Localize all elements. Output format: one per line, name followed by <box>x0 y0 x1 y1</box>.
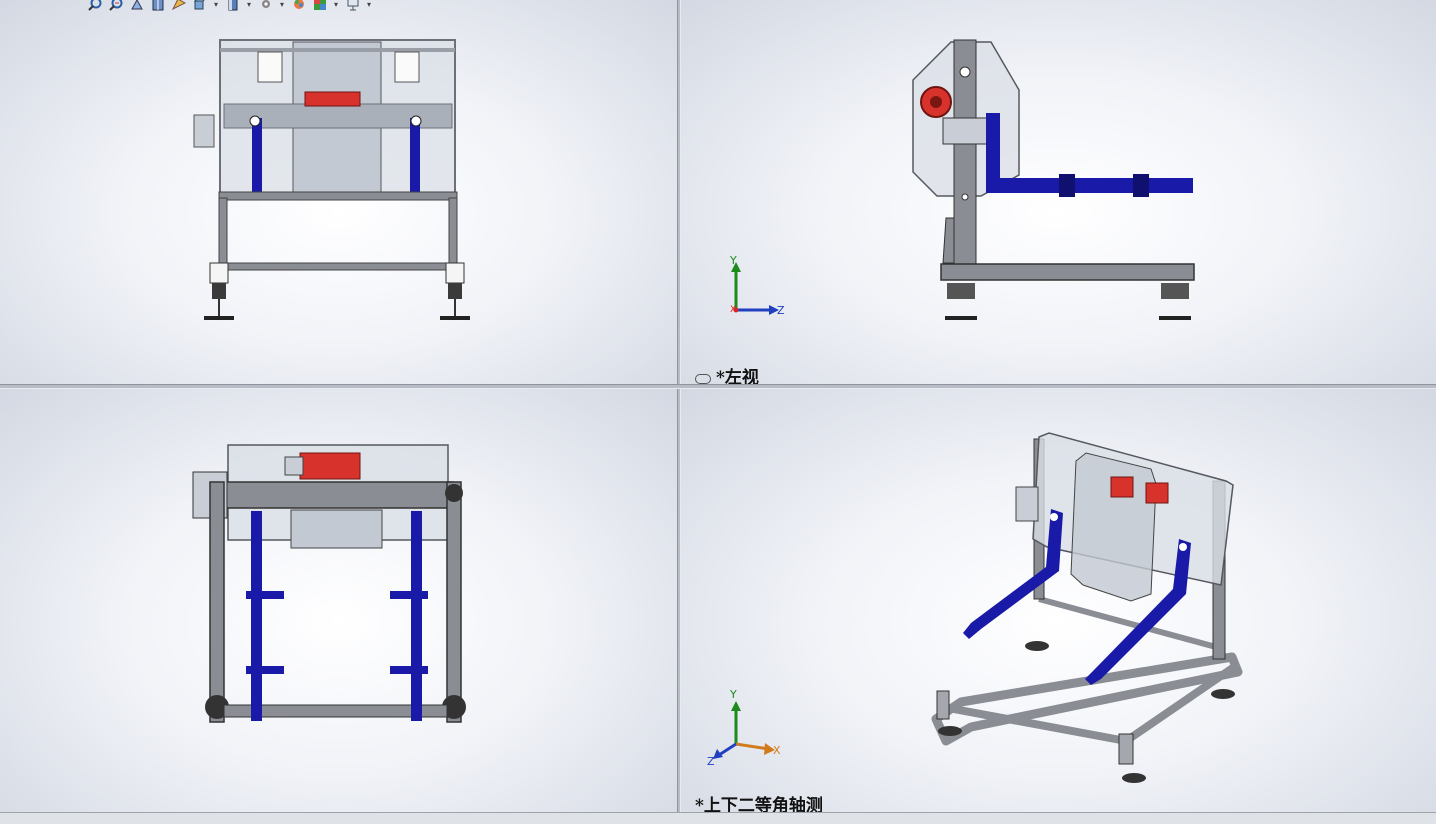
hide-show-items-icon[interactable] <box>257 0 274 12</box>
orientation-triad <box>731 262 779 315</box>
view-name: *上下二等角轴测 <box>695 796 823 812</box>
isometric-view-model <box>713 432 1243 783</box>
previous-view-icon[interactable] <box>128 0 145 12</box>
zoom-to-fit-icon[interactable] <box>86 0 103 12</box>
section-view-icon[interactable] <box>149 0 166 12</box>
zoom-to-area-icon[interactable] <box>107 0 124 12</box>
bottom-status-strip <box>0 812 1436 824</box>
view-name: *左视 <box>716 368 759 384</box>
triad-x-label: X <box>773 744 781 757</box>
vertical-splitter[interactable] <box>677 0 681 812</box>
triad-y-label: Y <box>730 688 737 701</box>
left-view-model <box>731 39 1195 320</box>
display-style-dropdown-icon[interactable]: ▾ <box>246 0 251 9</box>
viewport-label-left: *左视 <box>695 363 759 384</box>
display-style-icon[interactable] <box>224 0 241 12</box>
top-view-model <box>192 444 466 723</box>
viewport-isometric[interactable]: Y X Z *上下二等角轴测 <box>681 389 1436 812</box>
apply-scene-dropdown-icon[interactable]: ▾ <box>333 0 338 9</box>
view-settings-dropdown-icon[interactable]: ▾ <box>366 0 371 9</box>
view-settings-icon[interactable] <box>344 0 361 12</box>
view-orientation-icon[interactable] <box>191 0 208 12</box>
link-views-icon[interactable] <box>695 373 711 384</box>
hide-show-dropdown-icon[interactable]: ▾ <box>279 0 284 9</box>
dynamic-annotation-icon[interactable] <box>170 0 187 12</box>
viewport-left[interactable]: Y Z X *左视 <box>681 0 1436 384</box>
front-view-model <box>193 39 470 320</box>
orientation-triad <box>713 701 775 759</box>
triad-z-label: Z <box>707 755 715 768</box>
apply-scene-icon[interactable] <box>311 0 328 12</box>
triad-y-label: Y <box>730 254 737 267</box>
triad-z-label: Z <box>777 304 785 317</box>
heads-up-view-toolbar: ▾ ▾ ▾ ▾ ▾ <box>86 0 373 14</box>
edit-appearance-icon[interactable] <box>290 0 307 12</box>
horizontal-splitter[interactable] <box>0 384 1436 389</box>
viewport-label-isometric: *上下二等角轴测 <box>695 791 823 812</box>
viewport-front[interactable]: ▾ ▾ ▾ ▾ ▾ <box>0 0 677 384</box>
triad-x-label: X <box>730 305 737 315</box>
view-orientation-dropdown-icon[interactable]: ▾ <box>213 0 218 9</box>
viewport-top[interactable] <box>0 389 677 812</box>
